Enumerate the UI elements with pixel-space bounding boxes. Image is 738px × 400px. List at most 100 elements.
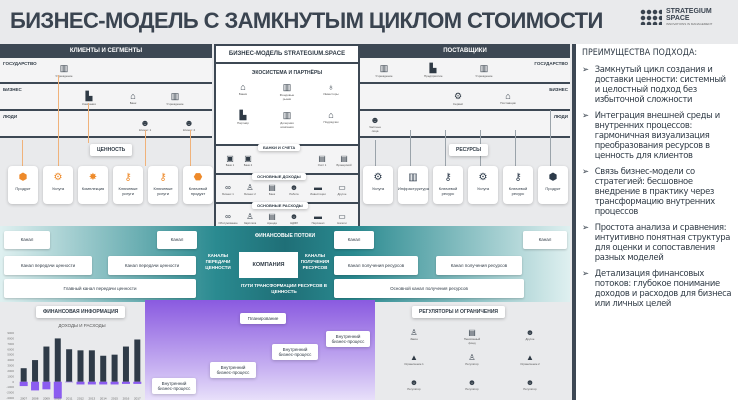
process-box[interactable]: Внутренний бизнес-процесс [272, 344, 318, 360]
bar-income [122, 346, 129, 382]
value-card[interactable]: ⚷Ключевые услуги [113, 166, 143, 204]
page-title: БИЗНЕС-МОДЕЛЬ С ЗАМКНУТЫМ ЦИКЛОМ СТОИМОС… [10, 8, 603, 33]
expense-icon: ♙Зарплата [243, 212, 257, 225]
regulator-icon: ▤Пенсионный фонд [463, 328, 481, 345]
value-card[interactable]: ✸Комплекция [78, 166, 108, 204]
regulators-header: РЕГУЛЯТОРЫ И ОГРАНИЧЕНИЯ [412, 306, 506, 318]
income-title: ОСНОВНЫЕ ДОХОДЫ [252, 173, 306, 180]
x-tick-label: 2016 [123, 397, 130, 400]
y-tick-label: 7000 [7, 342, 14, 346]
process-box[interactable]: Внутренний бизнес-процесс [210, 362, 256, 378]
value-card[interactable]: ⚙Услуга [43, 166, 73, 204]
channel-box[interactable]: Канал передачи ценности [4, 256, 92, 275]
banks-title: БАНКИ И СЧЕТА [258, 144, 301, 151]
bar-income [77, 350, 84, 382]
bar-income [20, 368, 27, 382]
bar-income [43, 346, 50, 382]
x-tick-label: 2007 [20, 397, 27, 400]
channel-box[interactable]: Канал [334, 231, 374, 249]
y-tick-label: -1000 [6, 385, 14, 389]
factory-icon: ▙Предприятие [424, 63, 443, 78]
factory-icon: ▙Компания [82, 91, 96, 106]
bar-income [111, 354, 118, 382]
arrow-bullet-icon: ➢ [582, 110, 589, 120]
arrow-bullet-icon: ➢ [582, 222, 589, 232]
resource-card[interactable]: ⚷Ключевой ресурс [433, 166, 463, 204]
bank-icon: ⌂Банки [238, 82, 248, 96]
y-tick-label: 1000 [7, 374, 14, 378]
building-icon: ▥Учреждение [55, 63, 73, 78]
regulator-icon: ▲Ограничение 2 [520, 353, 540, 366]
income-block: ОСНОВНЫЕ ДОХОДЫ ∞Бизнес 1 ♙Бизнес 2 ▤Бан… [216, 173, 358, 202]
value-card[interactable]: ⚷Ключевые услуги [148, 166, 178, 204]
regulators-grid: ♙Закон▤Пенсионный фонд☻Другое▲Ограничени… [392, 322, 562, 400]
logo-tagline: INNOVATIONS IN MANAGEMENT [666, 22, 713, 26]
regulator-icon: ♙Регулятор [465, 353, 479, 366]
resource-card[interactable]: ⚷Ключевой ресурс [503, 166, 533, 204]
resource-card[interactable]: ⚙Услуга [468, 166, 498, 204]
income-icon: ♙Бизнес 2 [244, 183, 256, 196]
x-tick-label: 2009 [43, 397, 50, 400]
channel-box[interactable]: Канал [157, 231, 197, 249]
safe-icon: ▣Банк 1 [225, 154, 235, 167]
bar-expense [121, 381, 130, 384]
bar-expense [110, 381, 119, 385]
regulator-icon: ☻Регулятор [465, 378, 479, 391]
expense-icon: ☻НДФЛ [289, 212, 299, 225]
bar-income [88, 350, 95, 382]
factory-icon: ▙Партнёр [237, 110, 249, 125]
value-channels-label: КАНАЛЫ ПЕРЕДАЧИ ЦЕННОСТИ [205, 253, 231, 270]
channel-box[interactable]: Канал получения ресурсов [436, 256, 522, 275]
resources-label: РЕСУРСЫ [449, 144, 489, 156]
bank-icon: ⌂Банк [129, 91, 137, 105]
advantage-item: ➢Замкнутый цикл создания и доставки ценн… [582, 64, 726, 104]
x-tick-label: 2010 [54, 397, 61, 400]
value-card[interactable]: ⬣Ключевой продукт [183, 166, 213, 204]
bar-expense [65, 381, 74, 383]
channel-box[interactable]: Канал передачи ценности [108, 256, 196, 275]
advantage-item: ➢Простота анализа и сравнения: интуитивн… [582, 222, 731, 262]
regulator-icon: ☻Регулятор [523, 378, 537, 391]
company-box[interactable]: КОМПАНИЯ [239, 252, 298, 278]
channel-box[interactable]: Канал [4, 231, 50, 249]
expense-block: ОСНОВНЫЕ РАСХОДЫ ∞Обслуживание ♙Зарплата… [216, 202, 358, 228]
bar-expense [133, 381, 142, 384]
row-label: ГОСУДАРСТВО [3, 61, 37, 66]
value-card[interactable]: ⬢Продукт [8, 166, 38, 204]
resource-card[interactable]: ⬢Продукт [538, 166, 568, 204]
channel-box[interactable]: Основной канал получения ресурсов [334, 279, 524, 298]
cash-icon: ▤Брокерский [336, 154, 352, 167]
bar-expense [76, 381, 85, 385]
channel-box[interactable]: Канал [523, 231, 567, 249]
gear-icon: ⚙Сервис [452, 91, 464, 106]
channel-box[interactable]: Главный канал передачи ценности [4, 279, 196, 298]
bar-expense [31, 381, 40, 391]
process-box[interactable]: Внутренний бизнес-процесс [152, 378, 196, 394]
logo-icon [640, 9, 662, 25]
resource-card[interactable]: ⚙Услуга [363, 166, 393, 204]
finance-header: ФИНАНСОВАЯ ИНФОРМАЦИЯ [36, 306, 126, 318]
y-tick-label: 0 [12, 380, 14, 384]
y-tick-label: 2000 [7, 369, 14, 373]
resource-card[interactable]: ▥Инфраструктура [398, 166, 429, 204]
y-tick-label: 8000 [7, 336, 14, 340]
income-icon: ▭Другое [337, 183, 347, 196]
y-tick-label: 4000 [7, 358, 14, 362]
y-tick-label: -3000 [6, 396, 14, 400]
transformation-label: ПУТИ ТРАНСФОРМАЦИИ РЕСУРСОВ В ЦЕННОСТЬ [241, 283, 327, 294]
planning-box[interactable]: Планирование [240, 313, 286, 324]
x-tick-label: 2015 [111, 397, 118, 400]
x-tick-label: 2017 [134, 397, 141, 400]
y-tick-label: -2000 [6, 391, 14, 395]
building-icon: ▥Учреждение [475, 63, 493, 78]
bar-income [100, 355, 107, 382]
x-tick-label: 2013 [89, 397, 96, 400]
y-tick-label: 5000 [7, 353, 14, 357]
income-icon: ▤Банк [268, 183, 276, 196]
expense-icon: ▭Налоги [337, 212, 347, 225]
channel-box[interactable]: Канал получения ресурсов [334, 256, 418, 275]
expenses-title: ОСНОВНЫЕ РАСХОДЫ [252, 202, 308, 209]
arrow-bullet-icon: ➢ [582, 268, 589, 278]
process-box[interactable]: Внутренний бизнес-процесс [326, 331, 370, 347]
